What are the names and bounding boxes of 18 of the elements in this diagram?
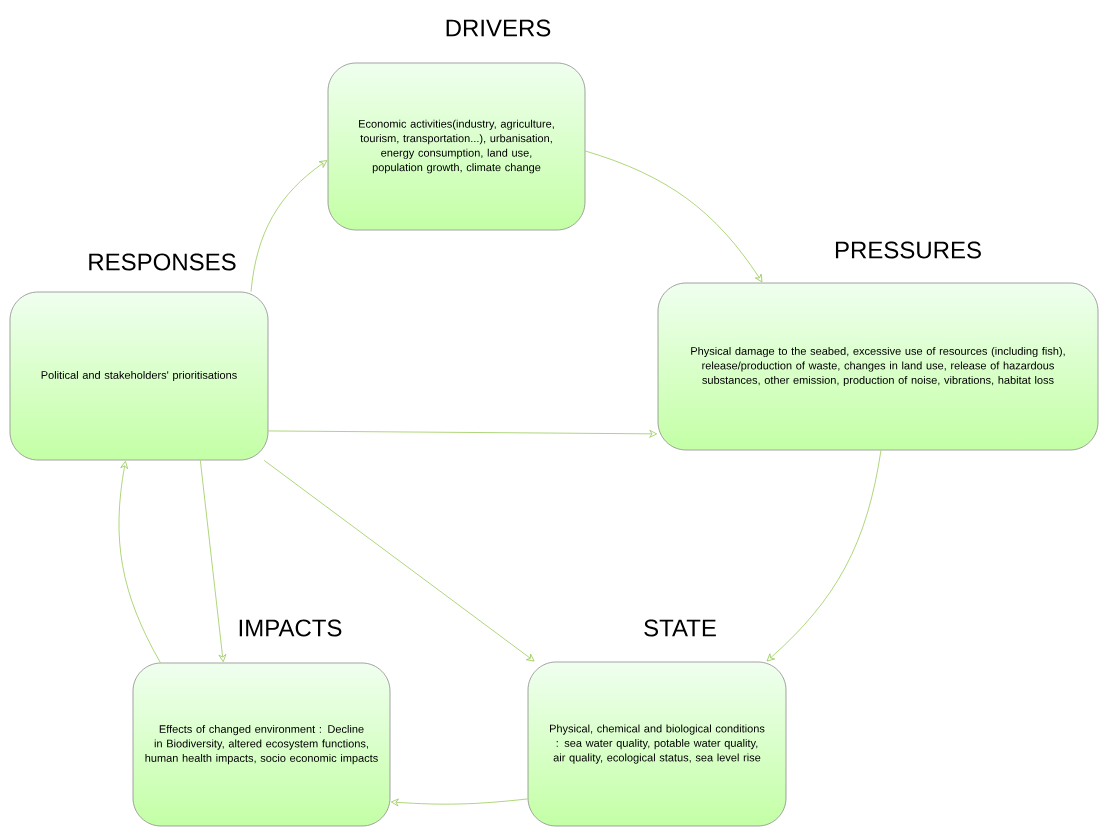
- arrow: [268, 429, 658, 438]
- heading: PRESSURES: [835, 241, 981, 259]
- heading: STATE: [644, 619, 716, 637]
- rounded-box: Physical damage to the seabed, excessive use of resources (including fish), release/production of waste, changes in land use, release of hazardous substances, other emission, production of noise, vibrations, habitat loss: [657, 282, 1099, 451]
- heading: RESPONSES: [89, 253, 236, 271]
- arrow: [199, 460, 227, 663]
- rounded-box: Political and stakeholders' prioritisations: [9, 291, 269, 461]
- arrow: [390, 798, 528, 807]
- arrow: [766, 450, 882, 662]
- rounded-box: Physical, chemical and biological conditions : sea water quality, potable water quality, air quality, ecological status, sea level rise: [527, 661, 787, 827]
- heading: DRIVERS: [446, 19, 551, 37]
- arrow: [118, 460, 161, 663]
- arrow: [585, 150, 763, 283]
- rounded-box: Effects of changed environment : Decline in Biodiversity, altered ecosystem functions, human health impacts, socio economic impacts: [132, 662, 391, 827]
- heading: IMPACTS: [239, 619, 342, 637]
- rounded-box: Economic activities(industry, agriculture, tourism, transportation...), urbanisation, energy consumption, land use, population growth, climate change: [327, 62, 586, 231]
- arrow: [263, 460, 535, 662]
- arrow: [250, 160, 328, 292]
